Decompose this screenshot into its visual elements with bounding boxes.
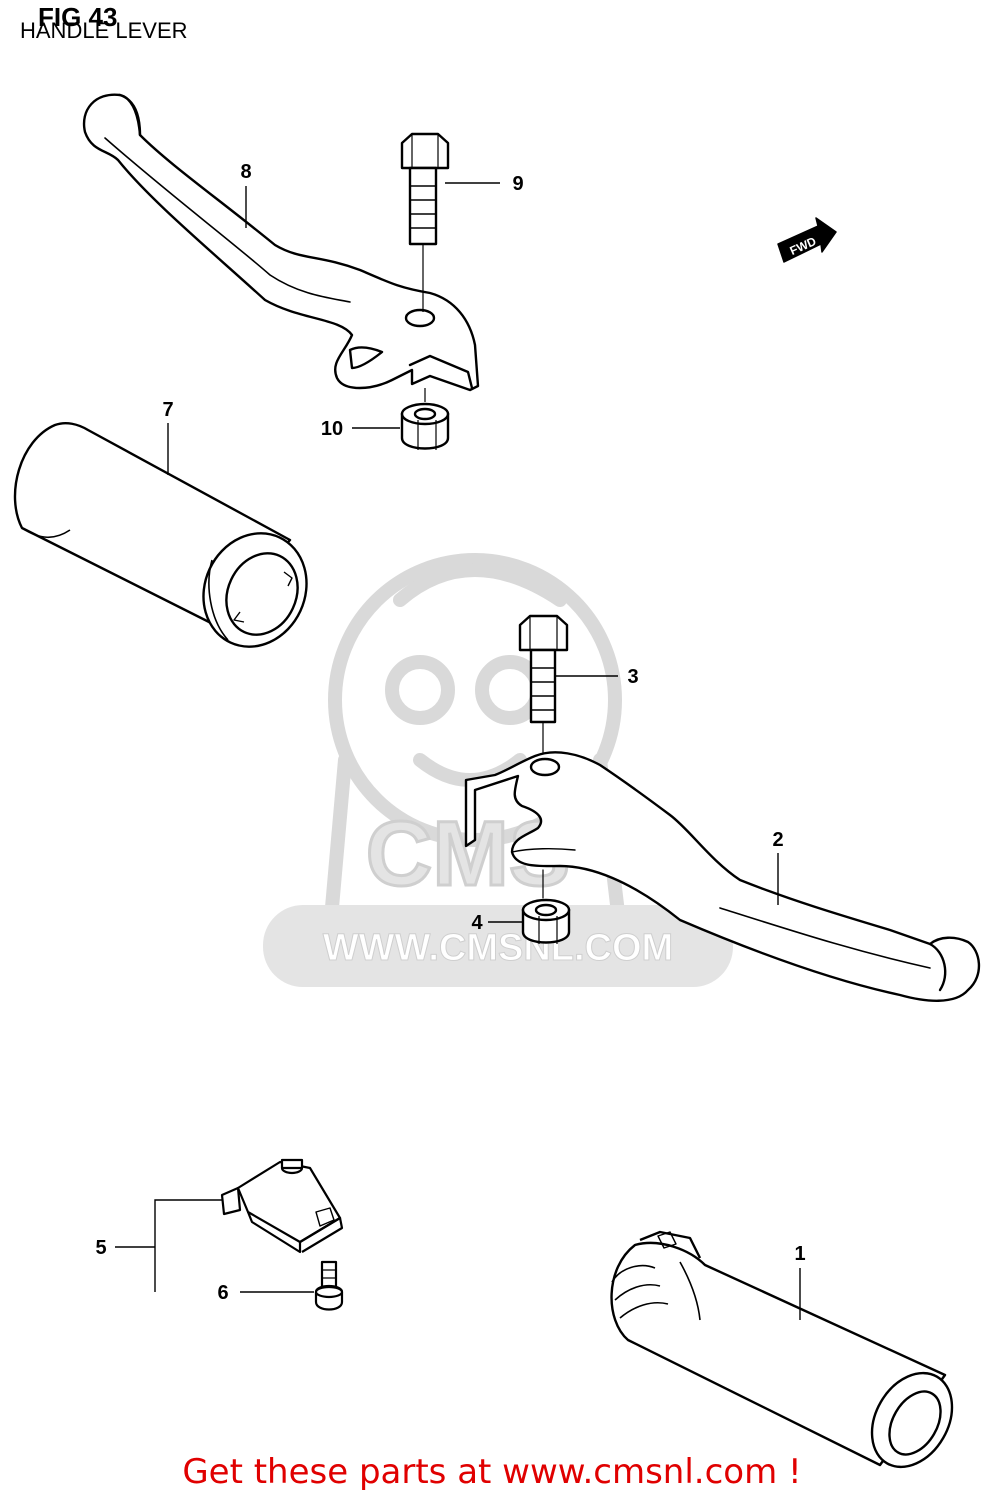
callout-8: 8	[240, 161, 251, 183]
throttle-grip	[610, 1230, 954, 1469]
grip-left	[13, 422, 308, 648]
callout-5: 5	[95, 1237, 106, 1259]
lever-lower	[464, 751, 981, 1002]
figure-subtitle: HANDLE LEVER	[20, 18, 188, 43]
callout-7: 7	[162, 399, 173, 421]
bolt-lower	[518, 614, 569, 760]
fwd-direction-icon: FWD	[777, 217, 837, 263]
bolt-upper	[400, 132, 450, 312]
callout-2: 2	[772, 829, 783, 851]
callout-6: 6	[217, 1282, 228, 1304]
callout-3: 3	[627, 666, 638, 688]
callout-10: 10	[321, 418, 343, 440]
switch	[220, 1158, 344, 1254]
callout-4: 4	[471, 912, 483, 934]
callout-1: 1	[794, 1243, 805, 1265]
figure-title: FIG 43	[38, 2, 118, 32]
lever-upper	[82, 93, 480, 392]
nut-lower	[521, 898, 571, 944]
screw	[314, 1260, 344, 1311]
footer-link-text[interactable]: Get these parts at www.cmsnl.com !	[182, 1452, 802, 1492]
leader-lines	[115, 182, 801, 1320]
watermark-url: WWW.CMSNL.COM	[323, 927, 673, 969]
callout-9: 9	[512, 173, 523, 195]
watermark-url-banner	[263, 905, 733, 987]
nut-upper	[400, 388, 450, 450]
